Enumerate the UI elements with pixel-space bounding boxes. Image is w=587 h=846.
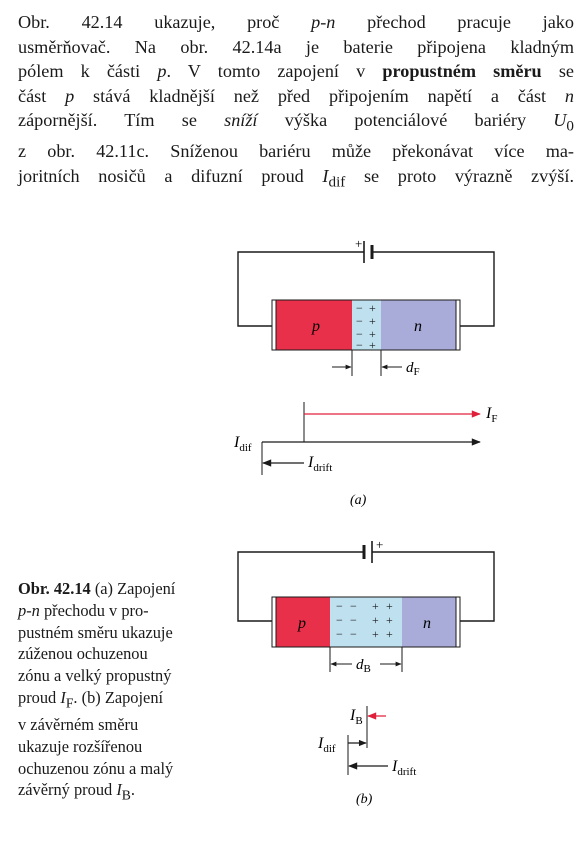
n-region-b [402, 597, 456, 647]
para-line-1: Obr. 42.14 ukazuje, proč p-n přechod pra… [18, 12, 574, 32]
depletion-zone-b [330, 597, 402, 647]
svg-text:+: + [369, 314, 376, 328]
p-region-b [276, 597, 330, 647]
n-label-a: n [414, 318, 422, 335]
svg-text:−: − [336, 627, 343, 641]
svg-text:−: − [350, 613, 357, 627]
svg-text:−: − [356, 327, 363, 341]
df-label: dF [406, 360, 420, 378]
figure-a: + − − − − + + + + p n dF IF [233, 236, 497, 508]
p-label-a: p [311, 318, 320, 335]
svg-text:+: + [372, 627, 379, 641]
p-region-a [276, 300, 352, 350]
svg-text:+: + [386, 627, 393, 641]
svg-text:+: + [386, 613, 393, 627]
charges-b: − − − − − − + + + + + + [336, 599, 393, 641]
battery-a-plus: + [355, 236, 362, 251]
n-label-b: n [423, 615, 431, 632]
idif-label-a: Idif [233, 434, 252, 454]
term-forward-bias: propustném směru [382, 61, 542, 81]
svg-text:−: − [350, 599, 357, 613]
para-line-7: joritních nosičů a difuzní proud Idif se… [18, 165, 574, 191]
panel-label-a: (a) [350, 493, 367, 508]
idrift-label-b: Idrift [391, 758, 416, 778]
para-line-5: zápornější. Tím se sníží výška potenciál… [18, 110, 574, 135]
svg-text:−: − [336, 613, 343, 627]
circuit-wire-a-right [372, 251, 495, 327]
caption-figure-number: Obr. 42.14 [18, 579, 91, 598]
para-line-6: z obr. 42.11c. Sníženou bariéru může pře… [18, 141, 574, 162]
panel-label-b: (b) [356, 792, 373, 807]
circuit-wire-b-right [372, 551, 495, 622]
svg-text:+: + [372, 599, 379, 613]
svg-text:+: + [369, 301, 376, 315]
para-line-3: pólem k části p. V tomto zapojení v prop… [18, 61, 574, 81]
svg-text:+: + [369, 327, 376, 341]
circuit-wire-b [237, 551, 364, 622]
db-label: dB [356, 657, 371, 675]
svg-text:−: − [356, 301, 363, 315]
if-label: IF [485, 405, 497, 425]
idif-label-b: Idif [317, 735, 336, 755]
circuit-wire-a [237, 251, 364, 327]
figure-caption: Obr. 42.14 (a) Zapojení p-n přechodu v p… [18, 579, 176, 803]
body-paragraph: Obr. 42.14 ukazuje, proč p-n přechod pra… [18, 10, 574, 195]
n-region-a [381, 300, 456, 350]
svg-text:−: − [336, 599, 343, 613]
p-label-b: p [297, 615, 306, 632]
svg-text:−: − [356, 314, 363, 328]
svg-text:−: − [356, 338, 363, 352]
svg-text:+: + [386, 599, 393, 613]
para-line-2: usměrňovač. Na obr. 42.14a je baterie př… [18, 36, 574, 57]
battery-b-plus: + [376, 537, 383, 552]
depletion-zone-a [352, 300, 381, 350]
svg-text:−: − [350, 627, 357, 641]
figure-b: + − − − − − − + + + + + + p n dB [237, 537, 495, 807]
svg-text:+: + [372, 613, 379, 627]
para-line-4: část p stává kladnější než před připojen… [18, 85, 575, 106]
svg-text:+: + [369, 338, 376, 352]
charges-a: − − − − + + + + [356, 301, 376, 352]
idrift-label-a: Idrift [307, 454, 332, 474]
ib-label: IB [349, 707, 363, 727]
